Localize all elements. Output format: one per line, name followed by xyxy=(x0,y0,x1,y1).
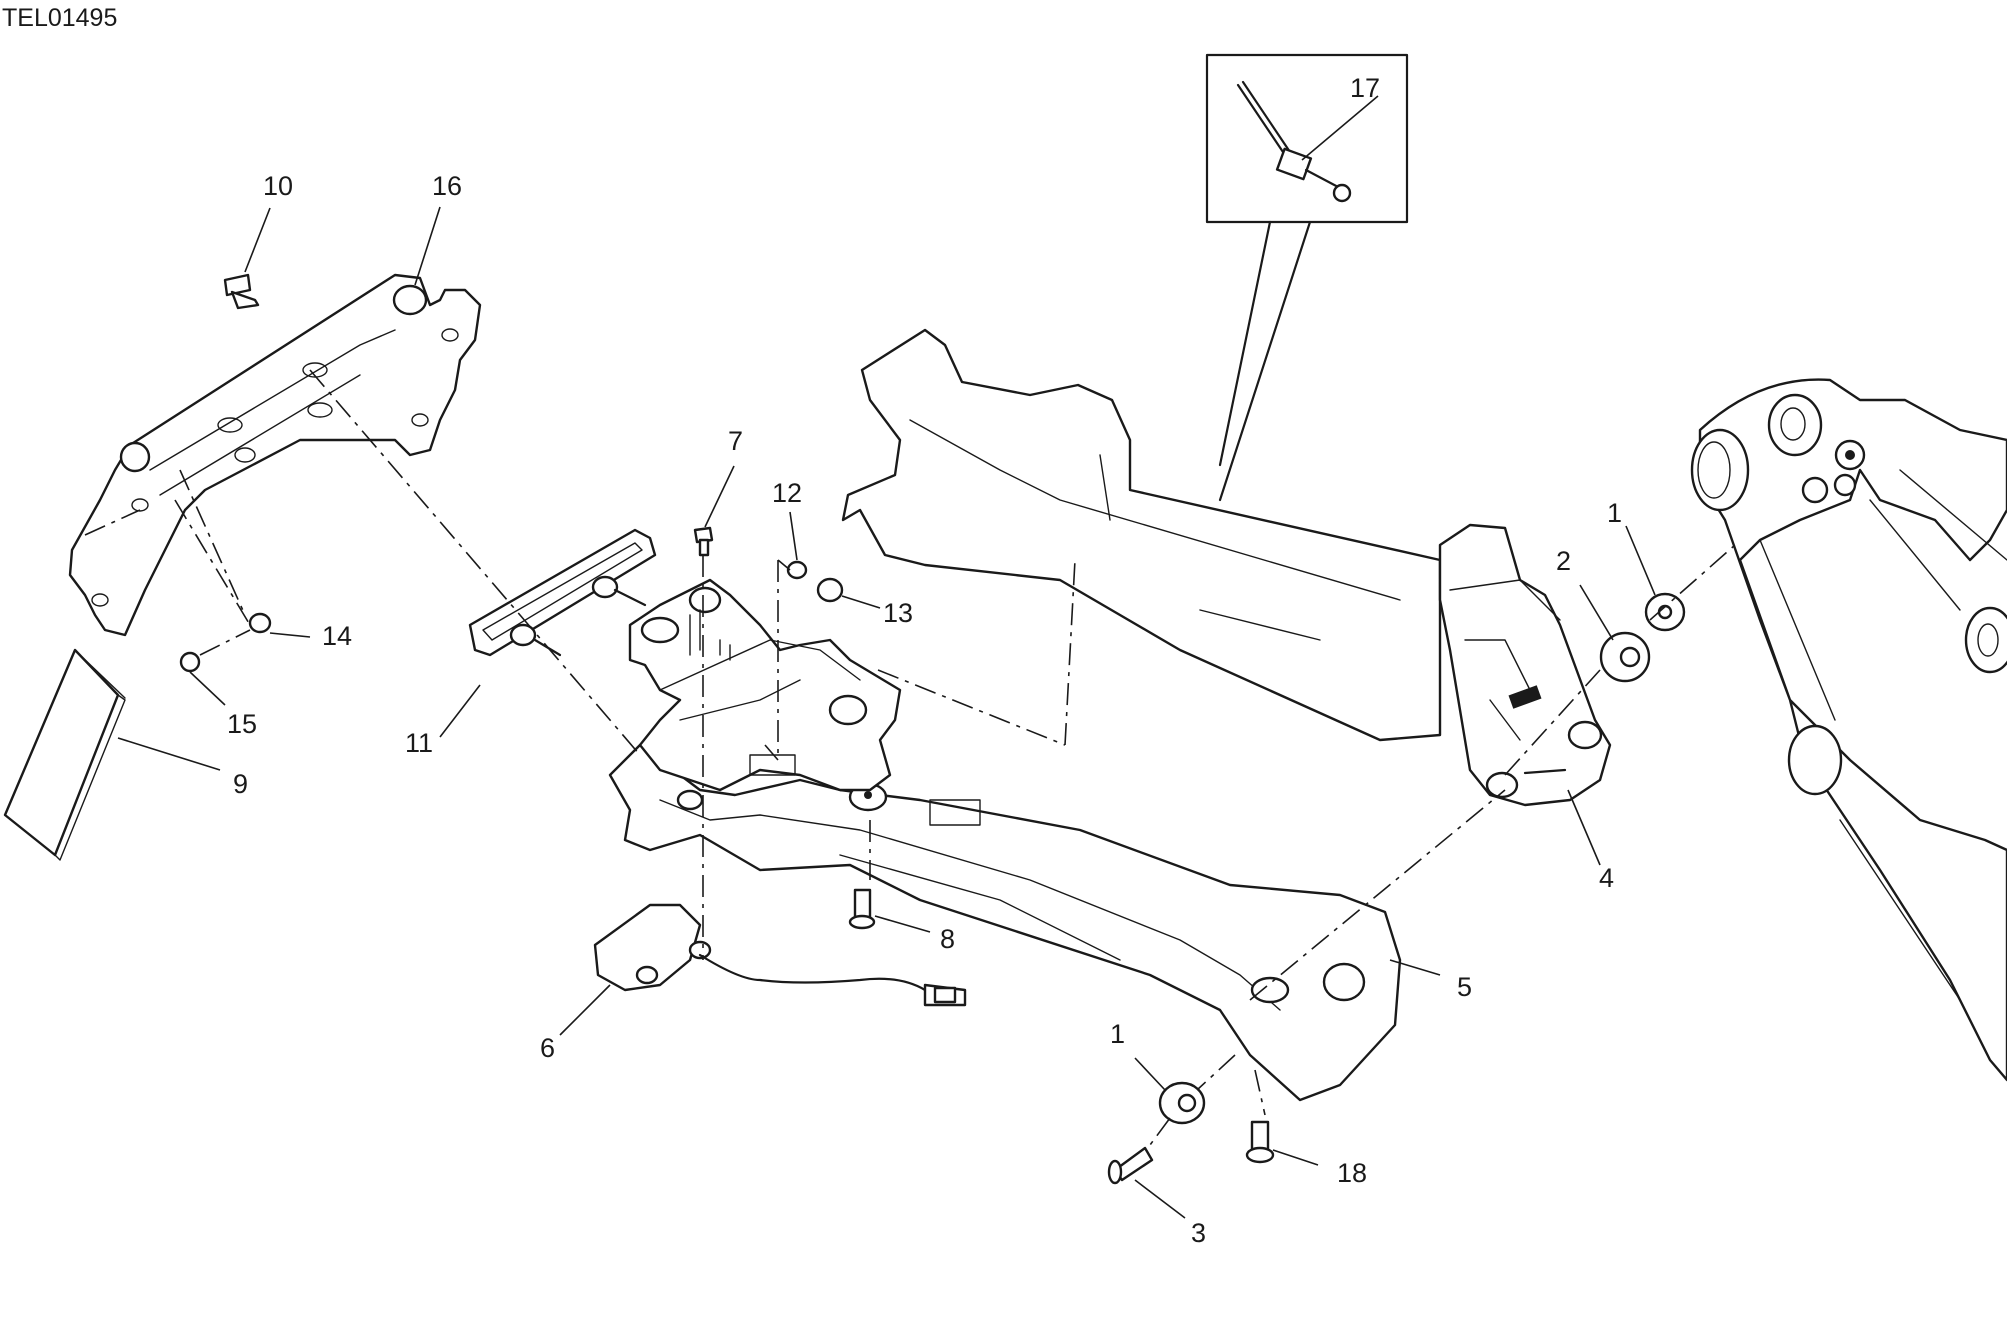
callout-15: 15 xyxy=(227,709,257,739)
callout-10: 10 xyxy=(263,171,293,201)
nut-14 xyxy=(248,612,272,634)
leader-lines xyxy=(117,95,1656,1219)
callout-1-bottom: 1 xyxy=(1110,1019,1125,1049)
screw-8 xyxy=(848,888,876,930)
callout-8: 8 xyxy=(940,924,955,954)
plate-holder-16 xyxy=(68,273,482,637)
callout-18: 18 xyxy=(1337,1158,1367,1188)
plate-holder-bracket xyxy=(628,578,981,826)
screw-7 xyxy=(693,526,714,557)
assembly-axes xyxy=(84,369,1736,1146)
detail-inset-17 xyxy=(1205,53,1409,502)
screw-10 xyxy=(223,273,260,310)
nut-13 xyxy=(816,577,844,603)
callout-11: 11 xyxy=(405,728,433,758)
bracket-4 xyxy=(1438,523,1612,807)
tail-support-5 xyxy=(608,743,1402,1102)
screw-18 xyxy=(1245,1120,1275,1164)
license-light-6 xyxy=(593,903,967,1007)
reflector-11 xyxy=(468,528,657,657)
rear-subframe xyxy=(841,328,1442,742)
washer-15 xyxy=(179,651,201,673)
main-frame-right xyxy=(1690,378,2007,1082)
callout-2: 2 xyxy=(1556,546,1571,576)
license-plate-9 xyxy=(3,648,126,861)
callout-17: 17 xyxy=(1350,73,1380,103)
washer-12 xyxy=(786,560,808,580)
screw-3 xyxy=(1107,1146,1154,1185)
callout-7: 7 xyxy=(728,426,743,456)
callout-4: 4 xyxy=(1599,863,1614,893)
cable-tie-17 xyxy=(1236,80,1352,203)
callout-3: 3 xyxy=(1191,1218,1206,1248)
grommet-1-bottom xyxy=(1158,1081,1206,1125)
callout-6: 6 xyxy=(540,1033,555,1063)
callout-14: 14 xyxy=(322,621,352,651)
callout-5: 5 xyxy=(1457,972,1472,1002)
callout-9: 9 xyxy=(233,769,248,799)
drawing-code: TEL01495 xyxy=(2,4,117,32)
callout-1-top: 1 xyxy=(1607,498,1622,528)
callout-16: 16 xyxy=(432,171,462,201)
callout-labels: 10 16 7 12 13 14 15 9 11 8 6 5 4 2 1 1 3… xyxy=(227,73,1622,1248)
grommet-1-top xyxy=(1644,592,1686,632)
callout-13: 13 xyxy=(883,598,913,628)
bushing-2 xyxy=(1599,631,1651,683)
callout-12: 12 xyxy=(772,478,802,508)
